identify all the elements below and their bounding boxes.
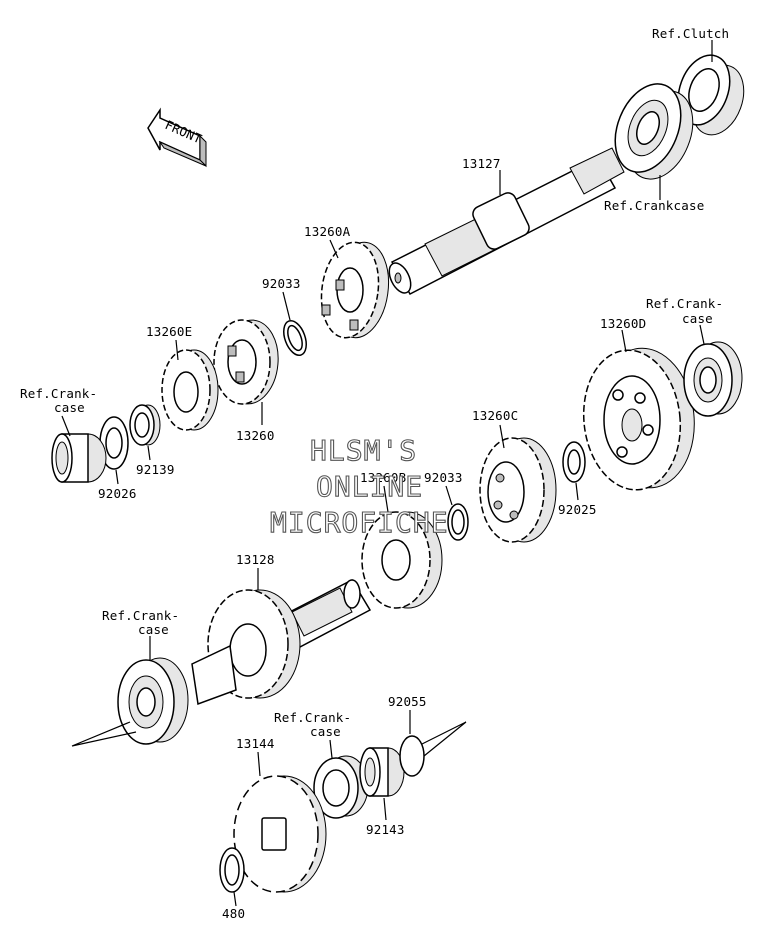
leader-13260C (499, 424, 505, 449)
leader-ref-crank-lower-mid (329, 739, 333, 759)
leader-92033-lower (445, 485, 453, 506)
o-ring-92055-part (399, 735, 425, 777)
label-92033-lower[interactable]: 92033 (424, 470, 463, 485)
label-92025[interactable]: 92025 (558, 502, 597, 517)
label-92143[interactable]: 92143 (366, 822, 405, 837)
gear-13260E-part (161, 349, 219, 431)
clutch-bushing-part (677, 54, 745, 136)
watermark-line-3: MICROFICHE (270, 506, 449, 539)
label-13260A[interactable]: 13260A (304, 224, 351, 239)
lower-left-bearing-part (117, 657, 189, 745)
label-13260E[interactable]: 13260E (146, 324, 192, 339)
gear-13260-part (213, 319, 279, 405)
leader-13260E (175, 339, 179, 361)
gear-13260B-part (361, 511, 443, 609)
collar-92143-part (359, 747, 405, 797)
gear-13260C-part (479, 437, 557, 543)
label-ref-crank-lower-left-line1[interactable]: Ref.Crank- (102, 608, 179, 623)
label-ref-clutch[interactable]: Ref.Clutch (652, 26, 729, 41)
label-ref-crankcase-top[interactable]: Ref.Crankcase (604, 198, 704, 213)
leader-92143 (383, 797, 387, 821)
leader-92033-upper (282, 291, 291, 321)
label-13127[interactable]: 13127 (462, 156, 501, 171)
label-ref-crank-lower-mid-line2[interactable]: case (310, 724, 341, 739)
leader-480 (233, 891, 237, 907)
label-13260D[interactable]: 13260D (600, 316, 646, 331)
leader-13260B (383, 485, 389, 513)
leader-ref-crank-upper-right (699, 324, 705, 345)
label-ref-crank-lower-mid-line1[interactable]: Ref.Crank- (274, 710, 351, 725)
label-480[interactable]: 480 (222, 906, 245, 921)
label-92055[interactable]: 92055 (388, 694, 427, 709)
circlip-92033-lower-part (447, 503, 469, 541)
left-needle-bearing-part (51, 433, 107, 483)
oil-seal-part (313, 755, 369, 819)
label-92139[interactable]: 92139 (136, 462, 175, 477)
label-ref-crank-upper-right-line2[interactable]: case (682, 311, 713, 326)
main-shaft-13127-part (388, 147, 625, 295)
label-13260[interactable]: 13260 (236, 428, 275, 443)
label-13260C[interactable]: 13260C (472, 408, 518, 423)
label-13260B[interactable]: 13260B (360, 470, 406, 485)
leader-92139 (147, 445, 151, 461)
watermark-line-2: ONLINE (316, 470, 423, 503)
leader-92026 (115, 469, 119, 485)
gear-13260A-part (320, 241, 390, 339)
watermark-line-1: HLSM'S (310, 434, 417, 467)
label-13128[interactable]: 13128 (236, 552, 275, 567)
upper-right-bearing-part (614, 83, 694, 180)
watermark: HLSM'S ONLINE MICROFICHE (269, 433, 449, 539)
sprocket-13144-part (233, 775, 327, 893)
label-ref-crank-left-line1[interactable]: Ref.Crank- (20, 386, 97, 401)
label-ref-crank-left-line2[interactable]: case (54, 400, 85, 415)
leader-ref-crank-left (61, 415, 71, 437)
leader-13260D (621, 329, 627, 353)
gear-13260D-part (582, 347, 695, 491)
washer-92026-part (99, 416, 129, 470)
label-ref-crank-upper-right-line1[interactable]: Ref.Crank- (646, 296, 723, 311)
bushing-92139-part (129, 404, 161, 446)
label-92033-upper[interactable]: 92033 (262, 276, 301, 291)
drive-shaft-13128-part (191, 579, 372, 706)
circlip-92033-upper-part (283, 319, 307, 357)
label-92026[interactable]: 92026 (98, 486, 137, 501)
washer-92025-part (562, 441, 586, 483)
label-13144[interactable]: 13144 (236, 736, 275, 751)
leader-13144 (257, 751, 261, 777)
axis-line-right (421, 721, 467, 757)
right-crankcase-bearing-part (683, 341, 743, 417)
circlip-480-part (219, 847, 245, 893)
axis-line-left (71, 721, 137, 747)
label-ref-crank-lower-left-line2[interactable]: case (138, 622, 169, 637)
leader-13260A (329, 239, 339, 259)
leader-92025 (575, 482, 579, 501)
front-arrow-badge: FRONT (147, 107, 207, 168)
